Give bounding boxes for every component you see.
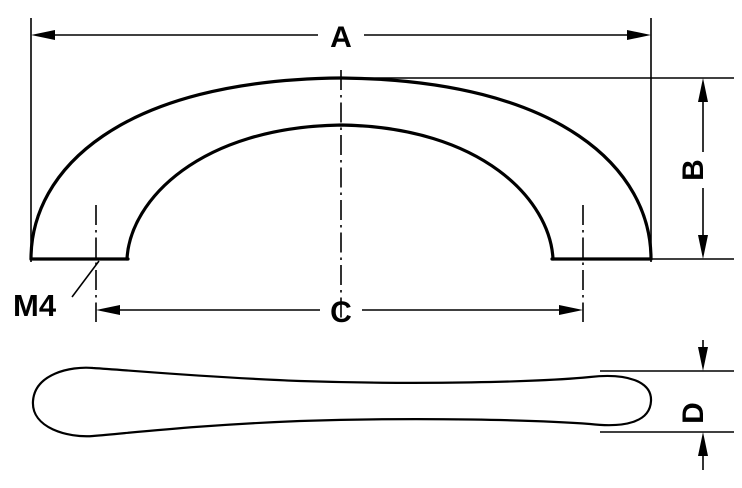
annotation-M4: M4 bbox=[13, 260, 100, 323]
dimension-B-label: B bbox=[677, 159, 710, 181]
dimension-C-label: C bbox=[330, 296, 352, 329]
dimension-A-arrowhead-right bbox=[627, 30, 651, 40]
centerlines-group bbox=[95, 70, 584, 322]
dimension-C: C bbox=[96, 296, 583, 329]
dimension-C-arrowhead-left bbox=[96, 305, 120, 315]
dimension-A-arrowhead-left bbox=[31, 30, 55, 40]
plan-view-bone-profile bbox=[31, 366, 653, 438]
dimension-D: D bbox=[600, 340, 734, 470]
m4-leader-line bbox=[71, 260, 100, 298]
dimension-B-arrowhead-bottom bbox=[698, 235, 708, 259]
extension-lines-group bbox=[30, 18, 734, 262]
dimension-A: A bbox=[31, 21, 651, 54]
m4-label: M4 bbox=[13, 288, 57, 323]
dimension-B-arrowhead-top bbox=[698, 78, 708, 102]
dimension-D-label: D bbox=[677, 402, 710, 424]
dimension-B: B bbox=[677, 78, 710, 259]
inner-arc-profile bbox=[125, 123, 555, 261]
dimension-A-label: A bbox=[330, 21, 352, 54]
dimension-D-arrowhead-top bbox=[698, 347, 708, 371]
dimension-C-arrowhead-right bbox=[559, 305, 583, 315]
dimension-D-arrowhead-bottom bbox=[698, 432, 708, 456]
bone-outline bbox=[31, 366, 653, 438]
